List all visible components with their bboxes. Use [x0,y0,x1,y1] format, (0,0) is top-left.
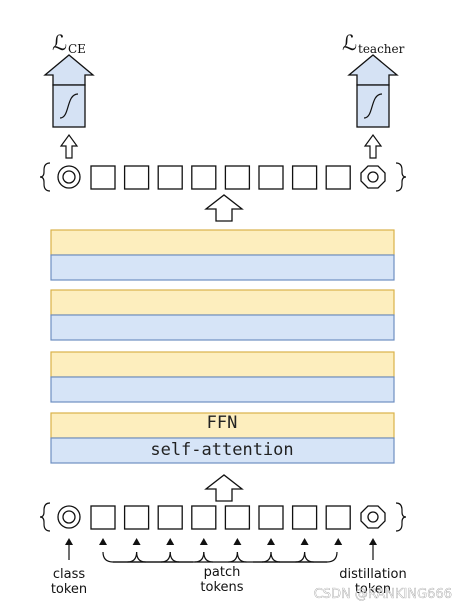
class-token-label-line1: class [53,567,85,582]
patch-token [291,505,318,530]
distillation-token-label-line1: distillation [339,567,406,582]
self-attention-block [50,376,395,403]
distillation-token-inner [367,511,379,523]
patch-token [123,505,150,530]
ce-loss-subscript: CE [68,42,86,56]
patch-token-output [291,165,318,190]
ce-arrow-head-shape [43,54,95,86]
class-token-inner [62,510,76,524]
patch-token-arrowhead [267,538,275,545]
left-brace [39,162,51,192]
patch-token-output [123,165,150,190]
distill-output-arrow-icon [363,133,383,159]
ce-classifier-box [52,84,86,128]
self-attention-block [50,437,395,464]
bracket-branch [228,551,238,563]
bracket-left-curve [102,551,193,563]
bracket-right-curve [253,551,338,563]
patch-token-output [325,165,351,190]
ffn-block [50,351,395,378]
input-arrow-icon [204,474,244,502]
right-brace [395,502,407,532]
left-brace [39,502,51,532]
transformer-output-arrow-icon [204,194,244,222]
patch-token-output [224,165,251,190]
bracket-branch [261,551,272,563]
patch-tokens-label-line2: tokens [200,580,243,595]
bracket-branch [161,551,171,563]
self-attention-block [50,314,395,341]
ce-loss-head: ℒ CE [43,31,95,128]
bracket-branch [270,551,281,563]
teacher-loss-head: ℒ teacher [342,31,405,128]
teacher-arrow-head-shape [347,54,399,86]
distillation-token-arrowhead [369,538,377,545]
right-brace [395,162,407,192]
teacher-sigmoid-icon [363,93,383,119]
class-output-arrow-icon [59,133,79,159]
ce-sigmoid-icon [59,93,79,119]
patch-token-arrowhead [300,538,309,545]
ce-loss-symbol: ℒ [52,31,67,55]
bracket-branch [203,551,213,563]
patch-token-output [90,165,116,190]
patch-token [157,505,183,530]
patch-token [90,505,116,530]
patch-token-arrowhead [166,538,175,545]
class-token-output-inner [62,170,76,184]
patch-token-arrowhead [99,538,107,545]
patch-tokens-label-line1: patch [204,565,241,580]
self-attention-block [50,254,395,281]
distill-token-output-inner [367,171,379,183]
self-attention-label: self-attention [150,440,293,460]
teacher-loss-subscript: teacher [358,42,405,56]
patch-token-arrowhead [334,538,343,545]
patch-token-output [191,165,217,190]
bracket-branch [127,551,138,563]
patch-token-bracket [99,538,343,563]
output-token-row [39,162,407,192]
ffn-label: FFN [207,413,238,433]
bracket-branch [136,551,146,563]
input-token-row [39,502,407,532]
bracket-branch [236,551,247,563]
patch-token-arrowhead [132,538,141,545]
patch-token-arrowhead [233,538,242,545]
patch-token [325,505,351,530]
patch-token-arrowhead [199,538,208,545]
distillation-token-label-line2: token [355,582,391,597]
patch-token-output [258,165,284,190]
ffn-block [50,229,395,256]
patch-token-output [157,165,183,190]
transformer-layer-stack [50,229,395,464]
teacher-classifier-box [356,84,390,128]
patch-token [224,505,251,530]
patch-token [191,505,217,530]
bracket-branch [194,551,205,563]
watermark: CSDN @RANKING666 [314,587,452,602]
bracket-branch [169,551,180,563]
bracket-branch [295,551,306,563]
ffn-block [50,289,395,316]
bracket-branch [304,551,314,563]
patch-token [258,505,284,530]
class-token-label-line2: token [51,582,87,597]
teacher-loss-symbol: ℒ [342,31,357,55]
class-token-arrowhead [65,538,73,545]
